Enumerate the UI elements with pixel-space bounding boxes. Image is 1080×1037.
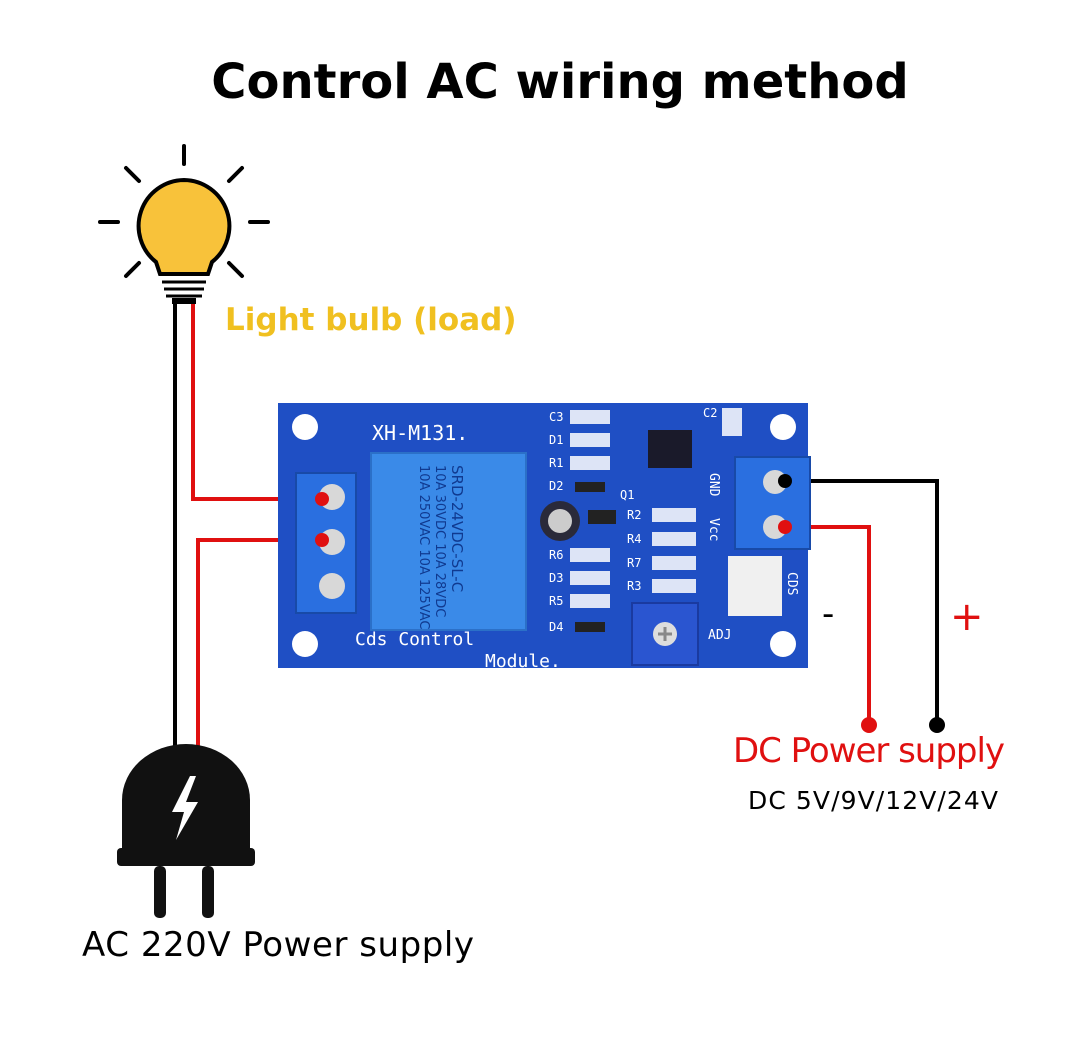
board-footer-2: Module. [485,651,561,672]
label-r7: R7 [627,556,641,570]
relay-spec-1: 10A 250VAC 10A 125VAC [416,465,431,630]
dc-minus: - [822,594,834,634]
relay-module-board: XH-M131. Cds Control Module. 10A 250VAC … [278,403,811,672]
pin-gnd: GND [706,473,721,497]
label-c2: C2 [703,406,717,420]
relay-spec-3: SRD-24VDC-SL-C [448,465,466,592]
power-plug-icon [117,744,255,918]
adjust-potentiometer[interactable] [631,602,699,666]
dc-negative-terminal [929,717,945,733]
label-d4: D4 [549,620,563,634]
adj-label: ADJ [708,628,731,643]
relay: 10A 250VAC 10A 125VAC 10A 30VDC 10A 28VD… [370,452,527,631]
dc-positive-terminal [861,717,877,733]
dc-voltage-label: DC 5V/9V/12V/24V [748,786,998,815]
cds-sensor-port [728,556,782,616]
dc-wires [785,479,939,725]
label-d3: D3 [549,571,563,585]
ac-terminal-block [295,472,357,614]
label-r6: R6 [549,548,563,562]
relay-spec-2: 10A 30VDC 10A 28VDC [432,465,447,617]
label-r2: R2 [627,508,641,522]
dc-plus: + [950,594,984,640]
pin-vcc: Vcc [706,518,721,541]
diagram-title: Control AC wiring method [211,54,908,110]
label-q1: Q1 [620,488,634,502]
sensor-port-label: CDS [784,572,799,595]
board-model: XH-M131. [372,421,468,445]
label-d1: D1 [549,433,563,447]
label-r3: R3 [627,579,641,593]
load-label: Light bulb (load) [225,302,517,338]
component-labels: C3 D1 R1 D2 Q1 R6 D3 R5 D4 R2 R4 R7 R3 C… [549,406,717,634]
ac-power-label: AC 220V Power supply [82,925,474,965]
light-bulb-icon [98,144,270,304]
label-d2: D2 [549,479,563,493]
label-c3: C3 [549,410,563,424]
dc-power-label: DC Power supply [733,731,1005,771]
board-footer-1: Cds Control [355,629,474,650]
dc-terminal-block [734,456,811,550]
label-r4: R4 [627,532,641,546]
label-r5: R5 [549,594,563,608]
label-r1: R1 [549,456,563,470]
